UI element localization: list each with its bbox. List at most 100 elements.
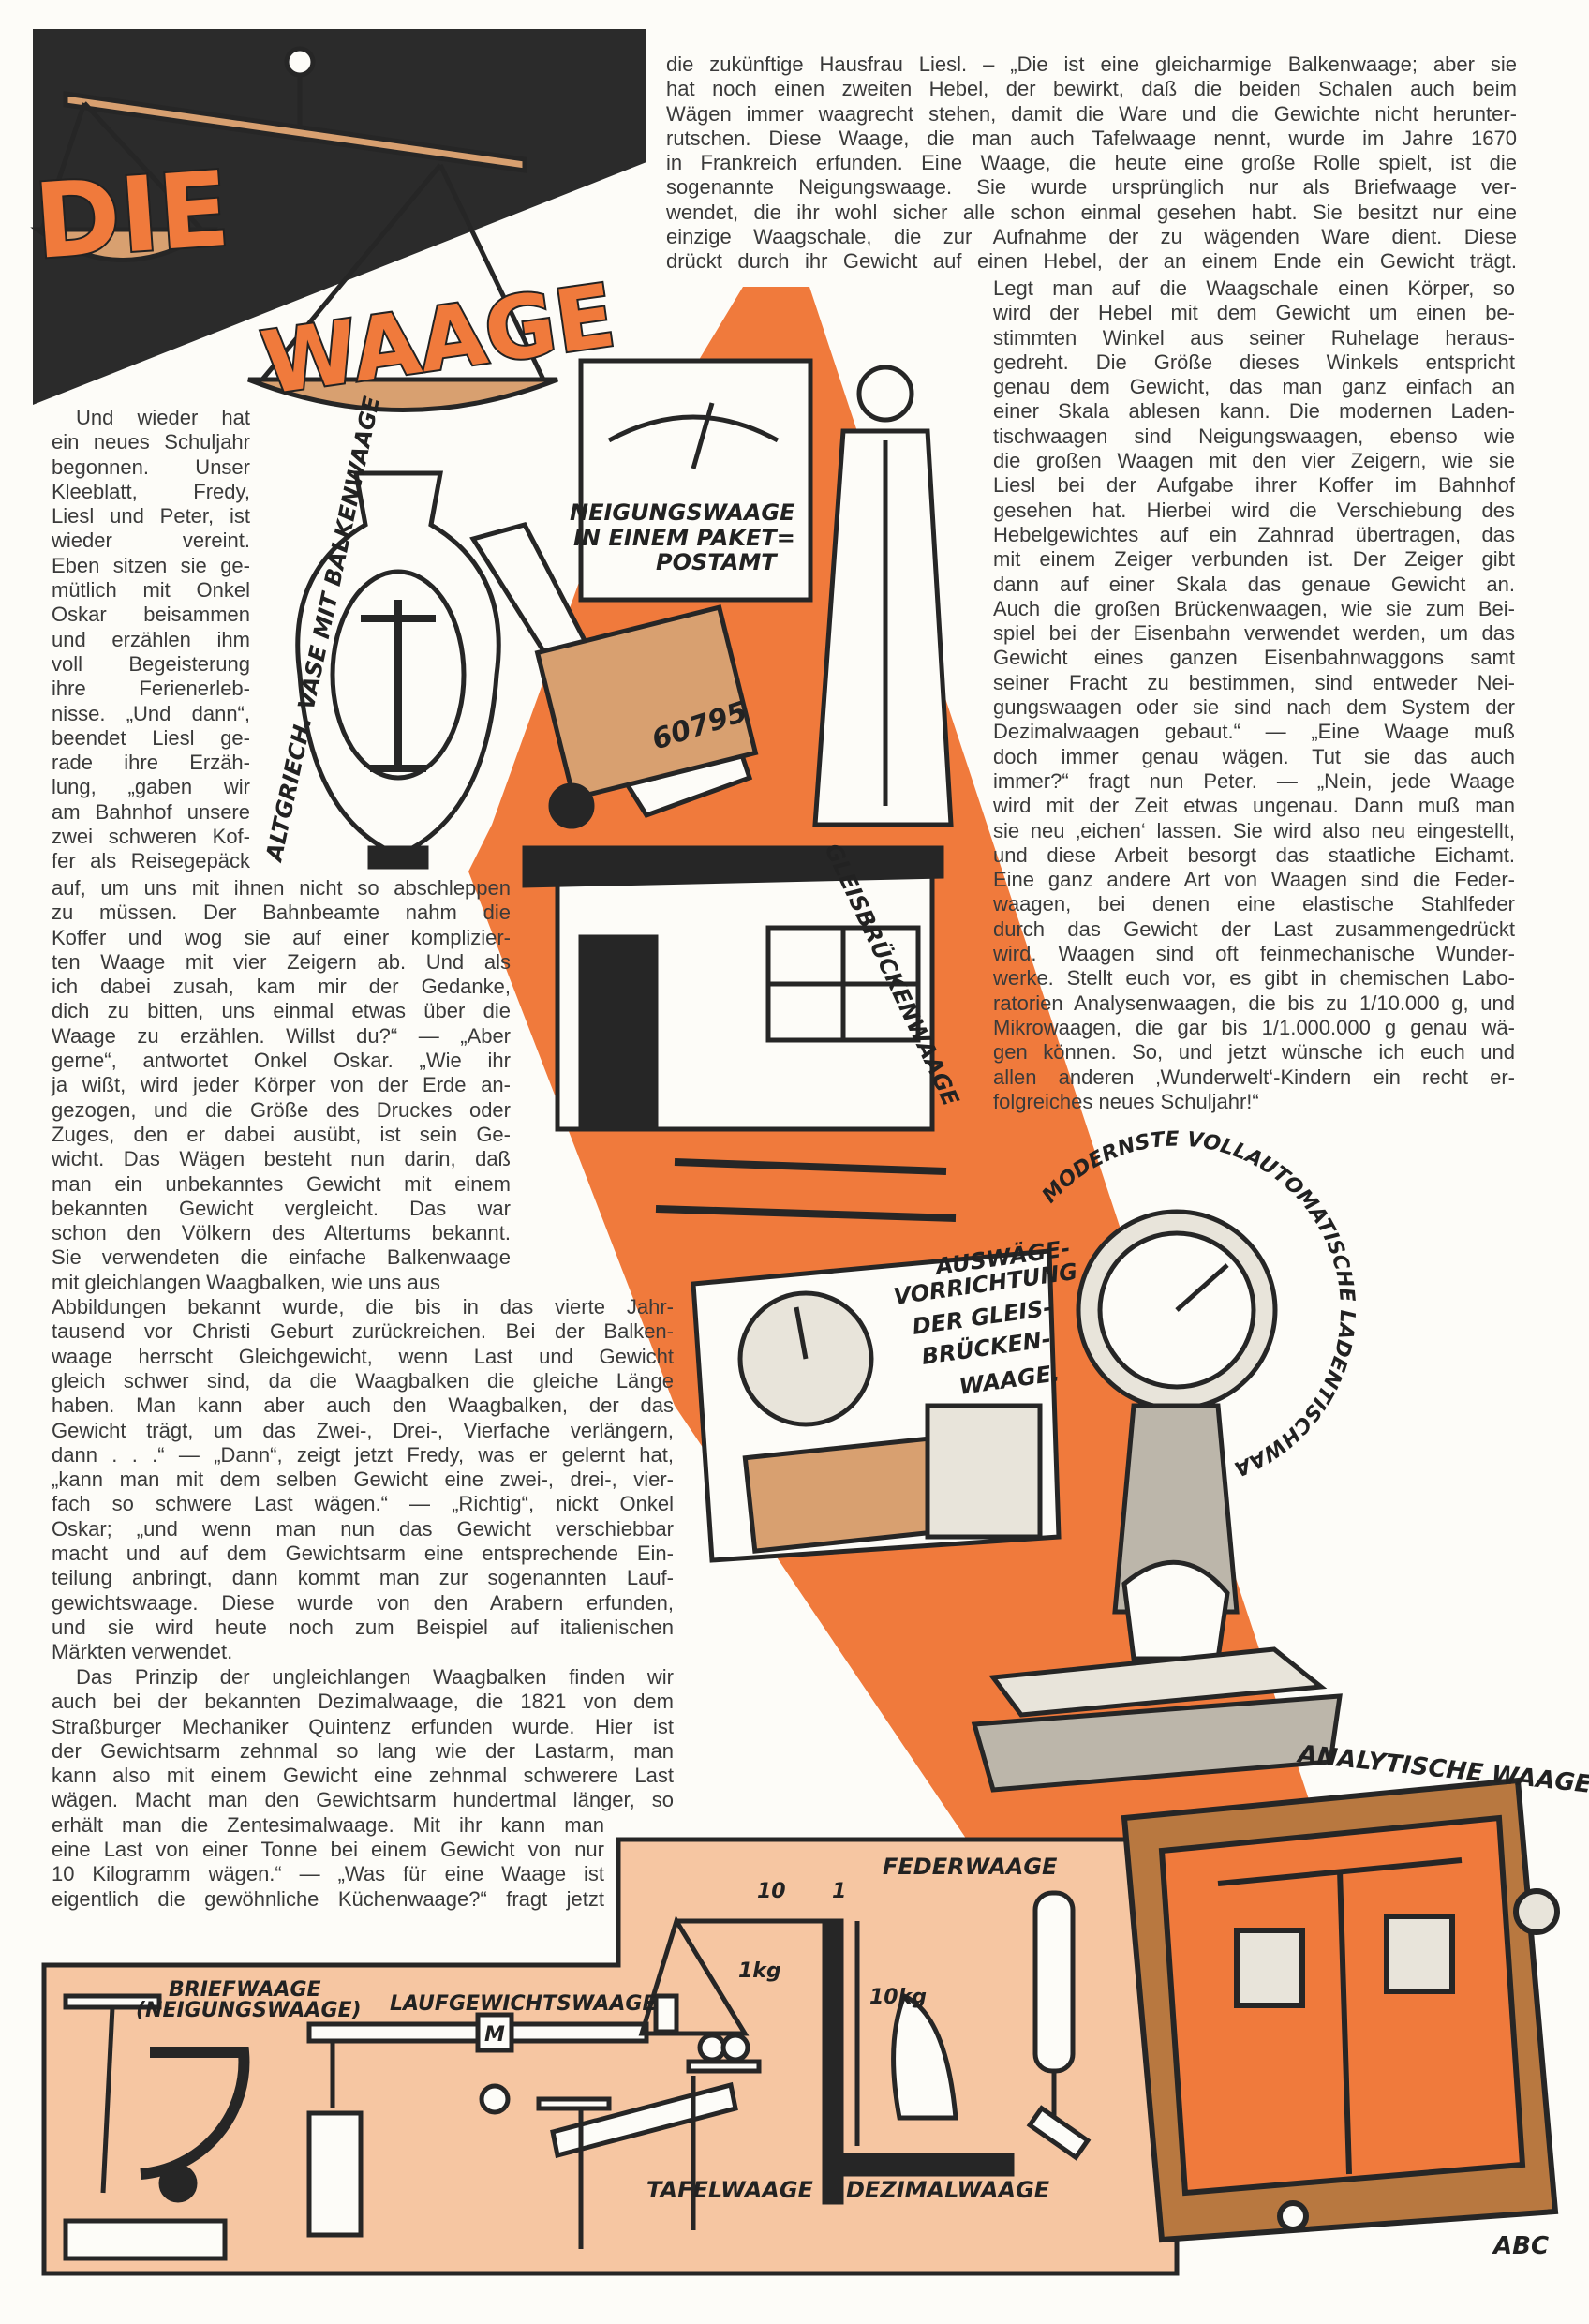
- text-line: gleich schwer sind, da die Waagbalken di…: [52, 1368, 674, 1393]
- text-line: Legt man auf die Waagschale einen Körper…: [993, 276, 1515, 300]
- text-line: Märkten verwendet.: [52, 1640, 233, 1664]
- text-line: voll Begeisterung: [52, 651, 250, 676]
- text-line: tischwaagen sind Neigungswaagen, ebenso …: [993, 424, 1515, 448]
- text-line: Abbildungen bekannt wurde, die bis in da…: [52, 1295, 674, 1319]
- text-line: rade ihre Erzäh-: [52, 751, 250, 775]
- diagram-labels: FEDERWAAGE 10 1 1kg 10kg BRIEFWAAGE (NEI…: [136, 1854, 1549, 2260]
- text-line: eigentlich die gewöhnliche Küchenwaage?“…: [52, 1886, 604, 1911]
- text-line: dann auf einer Skala das genaue Gewicht …: [993, 572, 1515, 596]
- text-line: wird der Hebel mit dem Gewicht um einen …: [993, 301, 1515, 325]
- text-line: stimmten Winkel aus seiner Ruhelage hera…: [993, 325, 1515, 350]
- balance-scale-icon: [30, 46, 558, 412]
- text-line: die zukünftige Hausfrau Liesl. – „Die is…: [666, 52, 1517, 76]
- text-line: gerne“, antwortet Onkel Oskar. „Wie ihr: [52, 1049, 511, 1073]
- text-line: gen können. So, und jetzt wünsche ich eu…: [993, 1040, 1515, 1065]
- text-line: gungswaagen oder sie sind nach dem Syste…: [993, 695, 1515, 720]
- text-line: einzige Waagschale, die zur Aufnahme der…: [666, 225, 1517, 249]
- text-line: kann also mit einem Gewicht eine zehnmal…: [52, 1764, 674, 1788]
- text-line: folgreiches neues Schuljahr!“: [993, 1089, 1259, 1113]
- decimal-scale-diagram: [638, 1914, 1015, 2205]
- text-line: dich zu bitten, uns einmal etwas über di…: [52, 999, 511, 1023]
- text-line: am Bahnhof unsere: [52, 799, 250, 824]
- text-line: ihre Ferienerleb-: [52, 677, 250, 701]
- text-line: zu müssen. Der Bahnbeamte nahm die: [52, 901, 511, 925]
- label-federwaage: FEDERWAAGE: [883, 1854, 1058, 1880]
- counter-scale-illustration: [971, 1209, 1343, 1793]
- text-line: auch bei der bekannten Dezimalwaage, die…: [52, 1690, 674, 1714]
- text-line: sie neu ‚eichen‘ lassen. Sie wird also n…: [993, 818, 1515, 842]
- weighbridge-booth-illustration: [522, 845, 957, 1222]
- label-arm-10: 10: [757, 1880, 786, 1903]
- label-dezimalwaage: DEZIMALWAAGE: [846, 2177, 1050, 2203]
- text-line: 10 Kilogramm wägen.“ — „Was für eine Waa…: [52, 1862, 604, 1886]
- text-line: dann . . .“ — „Dann“, zeigt jetzt Fredy,…: [52, 1442, 674, 1467]
- text-line: ten Waage mit vier Zeigern ab. Und als: [52, 949, 511, 974]
- letter-scale-diagram: [63, 1993, 250, 2261]
- text-line: waagen, bei denen eine elastische Stahlf…: [993, 892, 1515, 916]
- postamt-caption-line1: NEIGUNGSWAAGE: [570, 499, 795, 526]
- label-laufgewichtswaage: LAUFGEWICHTSWAAGE: [390, 1992, 657, 2016]
- text-line: Dezimalwaagen gebaut.“ — „Eine Waage muß: [993, 720, 1515, 744]
- postal-clerk-figure: [812, 365, 954, 827]
- text-line: Zuges, den er dabei ausübt, ist sein Ge-: [52, 1122, 511, 1146]
- text-line: und diese Arbeit besorgt das staatliche …: [993, 842, 1515, 867]
- text-line: erhält man die Zentesimalwaage. Mit ihr …: [52, 1812, 604, 1837]
- text-line: fach so schwere Last wägen.“ — „Richtig“…: [52, 1492, 674, 1516]
- label-briefwaage: BRIEFWAAGE: [169, 1978, 321, 2002]
- text-line: man ein unbekanntes Gewicht mit einem: [52, 1171, 511, 1196]
- postamt-caption-line3: POSTAMT: [656, 549, 778, 575]
- text-line: beendet Liesl ge-: [52, 725, 250, 750]
- text-line: wird. Waagen sind oft feinmechanische Wu…: [993, 942, 1515, 966]
- text-line: rutschen. Diese Waage, die man auch Tafe…: [666, 126, 1517, 150]
- text-line: waage herrscht Gleichgewicht, wenn Last …: [52, 1344, 674, 1368]
- label-arm-1: 1: [832, 1880, 846, 1903]
- text-line: durch das Gewicht der Last zusammengedrü…: [993, 916, 1515, 941]
- text-line: Mikrowaagen, die gar bis 1/1.000.000 g g…: [993, 1015, 1515, 1039]
- text-line: teilung anbringt, dann kommt man zur sog…: [52, 1566, 674, 1590]
- text-line: „kann man mit dem selben Gewicht eine zw…: [52, 1467, 674, 1492]
- text-line: Koffer und wog sie auf einer komplizier-: [52, 925, 511, 949]
- text-line: Liesl bei der Aufgabe ihrer Koffer im Ba…: [993, 473, 1515, 498]
- text-line: in Frankreich erfunden. Eine Waage, die …: [666, 151, 1517, 175]
- article-text-left-column: auf, um uns mit ihnen nicht so abschlepp…: [52, 876, 674, 1665]
- text-line: tausend vor Christi Geburt zurückreichen…: [52, 1319, 674, 1344]
- article-text-lower-paragraph: Das Prinzip der ungleichlangen Waagbalke…: [52, 1665, 674, 1912]
- label-1kg: 1kg: [738, 1959, 781, 1983]
- postamt-caption-line2: IN EINEM PAKET=: [573, 525, 795, 551]
- weighbridge-register-illustration: [691, 1248, 1062, 1563]
- text-line: seiner Fracht zu bestimmen, sind entwede…: [993, 670, 1515, 694]
- spring-scale-diagram: [1026, 1890, 1092, 2161]
- text-line: fer als Reisegepäck: [52, 849, 250, 873]
- text-line: wicht. Das Wägen besteht nun darin, daß: [52, 1147, 511, 1171]
- text-line: spiel bei der Eisenbahn verwendet werden…: [993, 621, 1515, 646]
- text-line: hat noch einen zweiten Hebel, der bewirk…: [666, 77, 1517, 101]
- text-line: genau dem Gewicht, das man ganz einfach …: [993, 375, 1515, 399]
- text-line: Oskar; „und wenn man nun das Gewicht ver…: [52, 1516, 674, 1541]
- text-line: Wägen immer waagrecht stehen, damit die …: [666, 101, 1517, 126]
- text-line: gesehen hat. Hierbei wird die Verschiebu…: [993, 498, 1515, 522]
- text-line: Hebelgewichtes auf ein Zahnrad übertrage…: [993, 522, 1515, 546]
- text-line: Straßburger Mechaniker Quintenz erfunden…: [52, 1714, 674, 1738]
- text-line: mit gleichlangen Waagbalken, wie uns aus: [52, 1270, 440, 1294]
- article-text-right-column: Legt man auf die Waagschale einen Körper…: [993, 276, 1515, 1114]
- text-line: gezogen, und die Größe des Druckes oder: [52, 1097, 511, 1122]
- text-line: mit einem Zeiger verbunden ist. Der Zeig…: [993, 547, 1515, 572]
- text-line: Und wieder hat: [76, 406, 250, 429]
- text-line: macht und auf dem Gewichtsarm eine entsp…: [52, 1542, 674, 1566]
- text-line: gedreht. Die Größe dieses Winkels entspr…: [993, 350, 1515, 374]
- text-line: eine Last von einer Tonne bei einem Gewi…: [52, 1838, 604, 1862]
- text-line: wieder vereint.: [52, 529, 250, 553]
- text-line: schon den Völkern des Altertums bekannt.: [52, 1221, 511, 1245]
- text-line: haben. Man kann aber auch den Waagbalken…: [52, 1393, 674, 1418]
- text-line: Liesl und Peter, ist: [52, 504, 250, 529]
- text-line: einer Skala ablesen kann. Die modernen L…: [993, 399, 1515, 424]
- steelyard-marker: M: [484, 2023, 505, 2047]
- text-line: Gewicht trägt, um das Zwei-, Drei-, Vier…: [52, 1418, 674, 1442]
- text-line: ein neues Schuljahr: [52, 430, 250, 454]
- text-line: zwei schweren Kof-: [52, 825, 250, 849]
- text-line: Das Prinzip der ungleichlangen Waagbalke…: [76, 1665, 674, 1689]
- text-line: Waage zu erzählen. Willst du?“ — „Aber: [52, 1023, 511, 1048]
- text-line: sogenannte Neigungswaage. Sie wurde ursp…: [666, 175, 1517, 200]
- text-line: Auch die großen Brückenwaagen, wie sie z…: [993, 596, 1515, 620]
